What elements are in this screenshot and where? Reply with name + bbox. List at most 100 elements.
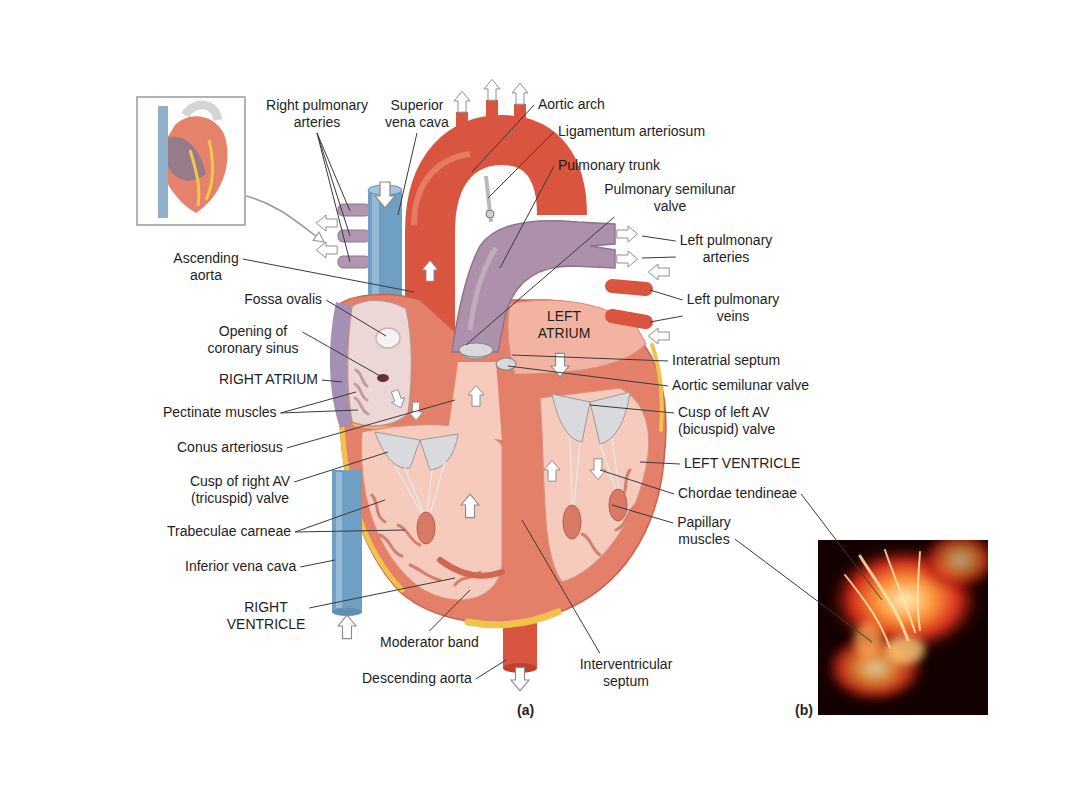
- leader-line: [612, 505, 673, 523]
- inset-vessel: [190, 150, 199, 206]
- photo-image: [823, 540, 988, 704]
- leader-line: [650, 290, 683, 300]
- part-label: Interventricular septum: [570, 656, 682, 690]
- leader-line: [281, 392, 356, 413]
- chamber-label: RIGHT ATRIUM: [219, 371, 318, 388]
- part-label: Left pulmonary arteries: [673, 232, 779, 266]
- right-ventricle: [361, 362, 502, 600]
- leader-line: [317, 133, 350, 236]
- part-label: Opening of coronary sinus: [200, 323, 306, 357]
- panel-letter: (b): [795, 702, 813, 719]
- leader-line: [590, 405, 674, 413]
- leader-line: [650, 316, 683, 322]
- leader-line: [500, 166, 554, 268]
- part-label: Trabeculae carneae: [167, 523, 291, 540]
- ligamentum-arteriosum: [486, 176, 494, 222]
- part-label: Chordae tendineae: [678, 485, 797, 502]
- leader-line: [801, 494, 882, 600]
- leader-line: [287, 400, 455, 448]
- part-label: Cusp of left AV (bicuspid) valve: [678, 404, 792, 438]
- leader-line: [466, 217, 614, 345]
- trabeculae: [582, 470, 636, 555]
- inset-vessel: [206, 140, 213, 200]
- fossa-ovalis: [376, 328, 400, 348]
- leader-line: [429, 590, 470, 631]
- inferior-vena-cava: [332, 470, 362, 616]
- leader-line: [243, 259, 414, 292]
- aortic-semilunar-valve: [496, 358, 516, 370]
- part-label: Descending aorta: [362, 670, 472, 687]
- left-ventricle: [540, 388, 649, 582]
- moderator-band: [440, 560, 502, 576]
- inset-pointer-line: [246, 196, 316, 236]
- leader-line: [309, 578, 455, 608]
- part-label: Superior vena cava: [380, 97, 454, 131]
- leader-line: [640, 462, 680, 464]
- right-atrium: [330, 300, 412, 428]
- part-label: Cusp of right AV (tricuspid) valve: [180, 473, 300, 507]
- inset-pointer-head: [313, 232, 324, 242]
- mitral-valve: [552, 392, 630, 539]
- leader-line: [281, 410, 358, 413]
- inset-heart: [160, 116, 228, 213]
- leader-line: [322, 380, 342, 382]
- leader-line: [326, 300, 386, 336]
- pulmonary-semilunar-valve: [459, 343, 493, 359]
- left-pulmonary-veins: [612, 286, 646, 322]
- part-label: Right pulmonary arteries: [262, 97, 372, 131]
- leader-line: [512, 355, 668, 361]
- part-label: Aortic semilunar valve: [672, 377, 809, 394]
- papillary-muscle: [563, 505, 581, 539]
- inset-view: [137, 97, 245, 225]
- leader-lines: [243, 105, 882, 679]
- leader-line: [398, 133, 417, 215]
- ventricle-cavity: [361, 425, 502, 600]
- part-label: Left pulmonary veins: [680, 291, 786, 325]
- part-label: Ascending aorta: [165, 250, 247, 284]
- pectinate-ridges: [355, 370, 368, 414]
- panel-letter: (a): [517, 702, 534, 719]
- leader-line: [508, 366, 668, 386]
- leader-line: [600, 470, 674, 494]
- ventricle-cavity: [540, 388, 649, 582]
- tricuspid-valve: [375, 432, 458, 544]
- left-atrium-cavity: [508, 300, 646, 374]
- part-label: Inferior vena cava: [185, 558, 296, 575]
- papillary-muscle: [609, 489, 627, 521]
- trunk-highlight: [470, 248, 496, 330]
- conus-cavity: [448, 362, 502, 440]
- chamber-label: LEFT VENTRICLE: [684, 455, 800, 472]
- aorta-highlight: [414, 154, 470, 225]
- leader-line: [476, 660, 506, 679]
- leader-line: [642, 236, 676, 241]
- part-label: Moderator band: [380, 634, 479, 651]
- leader-line: [303, 332, 382, 377]
- leader-line: [642, 257, 676, 258]
- inset-pointer: [246, 196, 324, 242]
- leader-line: [735, 539, 872, 642]
- part-label: Aortic arch: [538, 96, 605, 113]
- leader-line: [295, 500, 385, 532]
- leader-line: [317, 133, 350, 262]
- part-label: Interatrial septum: [672, 352, 780, 369]
- part-label: Pectinate muscles: [163, 404, 277, 421]
- leader-line: [522, 520, 600, 653]
- leader-line: [488, 132, 554, 198]
- part-label: Fossa ovalis: [244, 291, 322, 308]
- leader-line: [300, 560, 335, 567]
- flow-arrows: [316, 79, 669, 690]
- part-label: Papillary muscles: [668, 514, 740, 548]
- chamber-label: RIGHT VENTRICLE: [220, 599, 312, 633]
- inset-atrium: [168, 137, 206, 181]
- part-label: Pulmonary trunk: [558, 157, 660, 174]
- leader-line: [294, 452, 388, 482]
- chamber-label: LEFT ATRIUM: [534, 308, 594, 342]
- part-label: Conus arteriosus: [177, 439, 283, 456]
- inset-frame: [137, 97, 245, 225]
- part-label: Ligamentum arteriosum: [558, 123, 705, 140]
- part-label: Pulmonary semilunar valve: [595, 181, 745, 215]
- inset-vena-cava: [158, 106, 168, 218]
- papillary-muscle: [417, 512, 435, 544]
